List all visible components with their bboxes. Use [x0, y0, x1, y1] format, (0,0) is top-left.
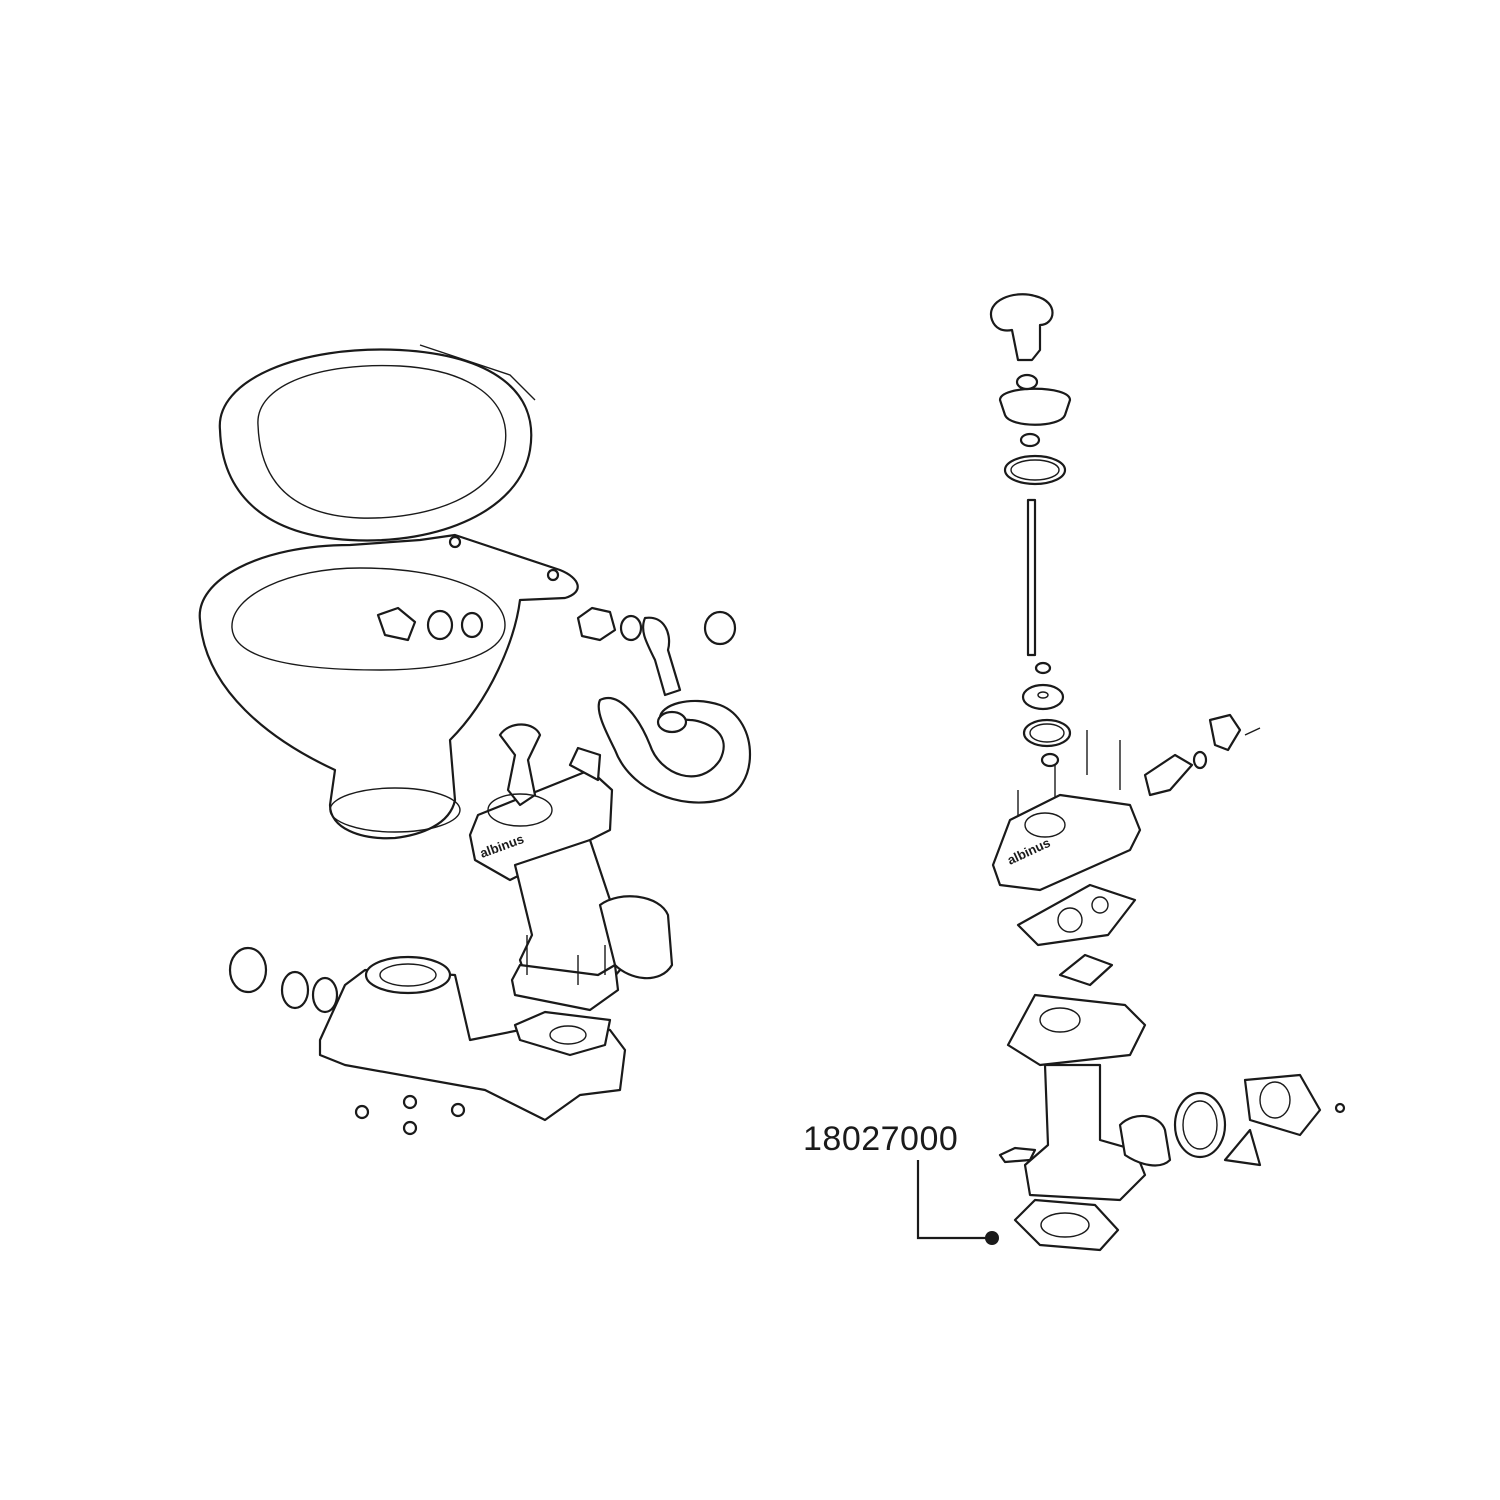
- pump-top-housing: albinus: [991, 730, 1142, 892]
- toilet-lid: [218, 344, 536, 542]
- pump-gaskets: [1016, 883, 1137, 987]
- pump-left: albinus: [468, 723, 674, 1012]
- inlet-fittings: [576, 606, 737, 697]
- pump-lever-parts: [1143, 713, 1261, 797]
- pump-lower-body: [998, 993, 1346, 1202]
- callout-dot: [985, 1231, 999, 1245]
- part-callout-leader: [916, 1160, 999, 1245]
- pump-cap-and-seals: [998, 373, 1072, 768]
- pump-handle: [989, 293, 1054, 362]
- toilet-bowl: [198, 533, 579, 840]
- base-gasket-18027000[interactable]: [1013, 1198, 1120, 1252]
- hose: [597, 697, 751, 804]
- part-number-label: 18027000: [803, 1120, 959, 1158]
- base-left: [228, 946, 627, 1136]
